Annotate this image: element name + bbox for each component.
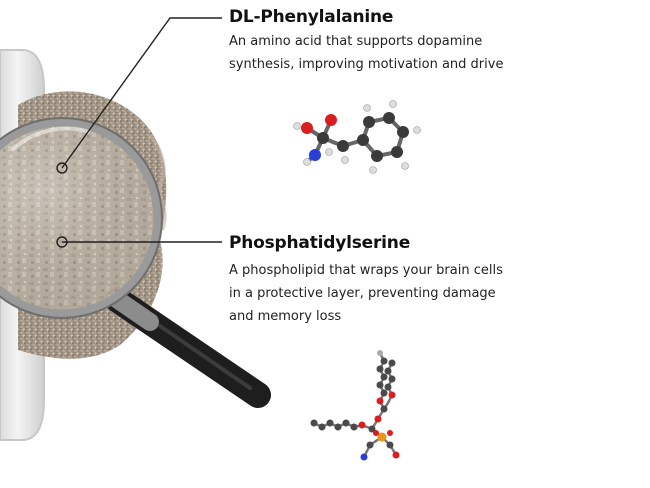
ingredient-title-dl-phenylalanine: DL-Phenylalanine <box>229 7 394 27</box>
description-line: A phospholipid that wraps your brain cel… <box>229 263 503 278</box>
description-line: An amino acid that supports dopamine <box>229 34 483 49</box>
phenylalanine-molecule-icon <box>293 100 421 174</box>
description-line: and memory loss <box>229 309 342 324</box>
callout-lines <box>56 17 222 248</box>
description-line: synthesis, improving motivation and driv… <box>229 57 504 72</box>
ingredient-description-phosphatidylserine: A phospholipid that wraps your brain cel… <box>229 259 529 328</box>
phosphatidylserine-molecule-icon <box>310 350 400 461</box>
ingredient-description-dl-phenylalanine: An amino acid that supports dopamine syn… <box>229 30 559 76</box>
description-line: in a protective layer, preventing damage <box>229 286 496 301</box>
ingredient-title-phosphatidylserine: Phosphatidylserine <box>229 233 411 253</box>
magnifying-glass-icon <box>0 117 271 408</box>
